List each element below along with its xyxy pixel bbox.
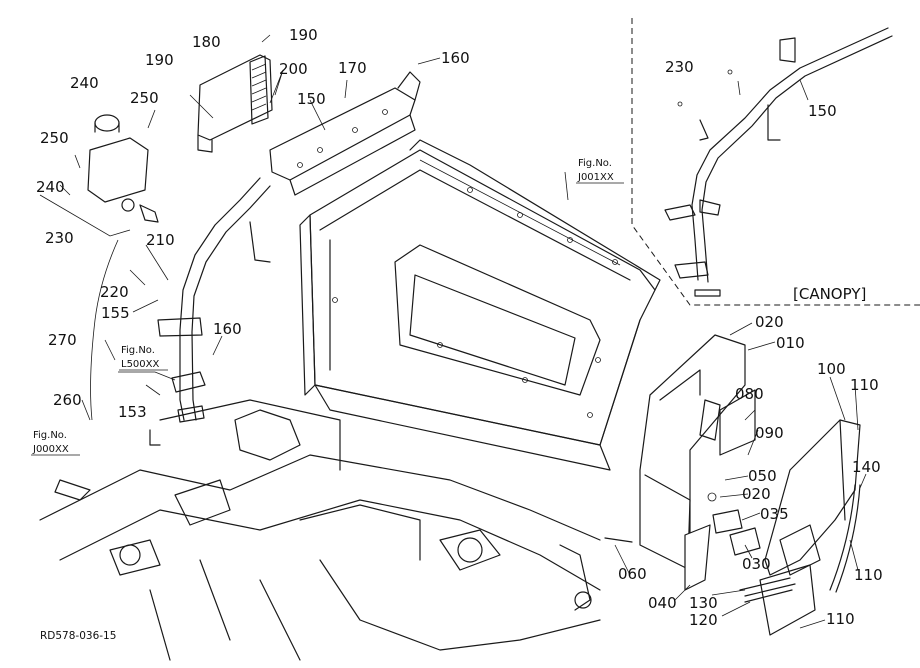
label-220: 220 (100, 283, 129, 301)
rear-panel (309, 149, 656, 446)
label-040: 040 (648, 594, 677, 612)
label-010: 010 (776, 334, 805, 352)
handrail-tube (179, 177, 261, 421)
fig-ref-l500-line2: L500XX (121, 359, 160, 370)
tank-body (87, 137, 149, 203)
canopy-inset-border (631, 18, 920, 306)
canopy-frame-tube (691, 27, 889, 281)
label-060: 060 (618, 565, 647, 583)
tank-cap-240 (94, 114, 120, 132)
label-160-mid: 160 (213, 320, 242, 338)
plate-080 (719, 389, 756, 456)
label-190-left: 190 (145, 51, 174, 69)
part-number-labels: 180 190 190 200 170 160 240 250 150 250 … (36, 26, 883, 629)
strip-130 (739, 577, 796, 597)
label-190-top: 190 (289, 26, 318, 44)
label-250-left: 250 (40, 129, 69, 147)
canopy-label: [CANOPY] (793, 285, 866, 303)
label-210: 210 (146, 231, 175, 249)
strip-120 (744, 589, 793, 603)
label-153: 153 (118, 403, 147, 421)
label-250-top: 250 (130, 89, 159, 107)
label-240-top: 240 (70, 74, 99, 92)
plate-040 (684, 524, 711, 591)
label-080: 080 (735, 385, 764, 403)
fig-ref-j001-line2: J001XX (577, 172, 614, 183)
pad-035 (712, 509, 743, 534)
overflow-hose (90, 239, 119, 421)
pin-060 (604, 537, 633, 543)
label-050: 050 (748, 467, 777, 485)
label-230: 230 (45, 229, 74, 247)
side-cover-010 (639, 334, 756, 571)
label-035: 035 (760, 505, 789, 523)
fig-ref-l500-line1: Fig.No. (121, 345, 155, 356)
label-120: 120 (689, 611, 718, 629)
fig-ref-j000-line2: J000XX (32, 444, 69, 455)
seal-140 (829, 484, 856, 591)
label-160-top: 160 (441, 49, 470, 67)
drawing-code: RD578-036-15 (40, 630, 116, 642)
figure-references: Fig.No. J001XX Fig.No. L500XX Fig.No. J0… (31, 158, 624, 456)
small-plates (604, 509, 796, 603)
filter-bracket-180 (197, 54, 273, 153)
fig-ref-j000-line1: Fig.No. (33, 430, 67, 441)
pad-030 (729, 527, 761, 556)
lower-chassis (39, 399, 601, 661)
label-155: 155 (101, 304, 130, 322)
label-030: 030 (742, 555, 771, 573)
side-cover-100 (759, 419, 861, 636)
label-130: 130 (689, 594, 718, 612)
label-020-mid: 020 (742, 485, 771, 503)
label-170: 170 (338, 59, 367, 77)
fig-ref-j001-line1: Fig.No. (578, 158, 612, 169)
leader-lines (39, 34, 867, 629)
label-150: 150 (297, 90, 326, 108)
label-100: 100 (817, 360, 846, 378)
label-230-canopy: 230 (665, 58, 694, 76)
label-110-mid: 110 (854, 566, 883, 584)
gauge-strip (249, 55, 269, 125)
label-270: 270 (48, 331, 77, 349)
main-panel-frame (299, 139, 661, 471)
label-150-canopy: 150 (808, 102, 837, 120)
label-020-top: 020 (755, 313, 784, 331)
label-180: 180 (192, 33, 221, 51)
panel-window (394, 244, 601, 396)
canopy-inset (631, 18, 920, 306)
label-110-bot: 110 (826, 610, 855, 628)
label-240-left: 240 (36, 178, 65, 196)
reserve-tank (87, 114, 159, 421)
handrail-bar (157, 71, 421, 423)
label-260: 260 (53, 391, 82, 409)
label-200: 200 (279, 60, 308, 78)
label-090: 090 (755, 424, 784, 442)
label-110-top: 110 (850, 376, 879, 394)
label-140: 140 (852, 458, 881, 476)
